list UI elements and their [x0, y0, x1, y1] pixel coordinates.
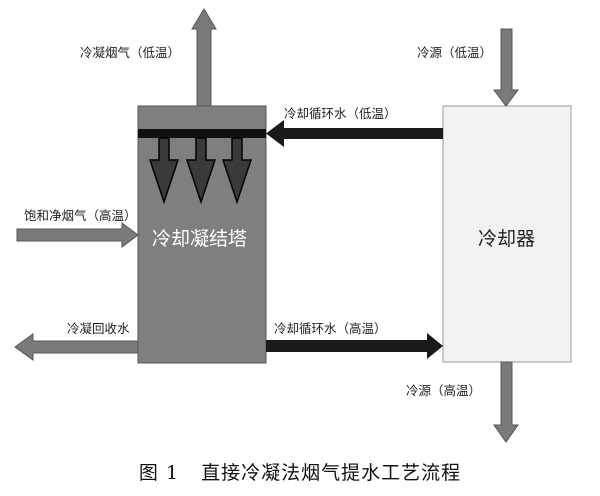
cold-source-out-label: 冷源（高温） [406, 383, 482, 398]
spray-nozzle-3 [221, 137, 253, 205]
figure-number: 图 1 [138, 462, 180, 484]
spray-header [138, 129, 266, 138]
cold-source-in-label: 冷源（低温） [417, 45, 493, 60]
flue-gas-in-arrow [16, 222, 139, 248]
tower-label: 冷却凝结塔 [152, 228, 248, 250]
cooler-label: 冷却器 [478, 228, 536, 250]
hot-loop-arrow [266, 333, 443, 359]
cold-loop-label: 冷却循环水（低温） [284, 106, 397, 121]
condensate-out-arrow [14, 333, 139, 361]
spray-nozzles [148, 137, 253, 205]
spray-nozzle-2 [185, 137, 217, 205]
cooler-box [442, 105, 572, 363]
spray-nozzle-1 [148, 137, 180, 205]
exhaust-out-label: 冷凝烟气（低温） [80, 45, 181, 60]
condensate-out-label: 冷凝回收水 [67, 321, 130, 336]
flue-gas-in-label: 饱和净烟气（高温） [24, 208, 137, 223]
cold-source-out-arrow [493, 361, 519, 443]
cold-loop-arrow [266, 120, 443, 147]
exhaust-up-arrow [191, 8, 217, 107]
figure-caption: 图 1 直接冷凝法烟气提水工艺流程 [0, 458, 600, 485]
cold-source-in-arrow [493, 28, 519, 107]
hot-loop-label: 冷却循环水（高温） [274, 321, 387, 336]
figure-title: 直接冷凝法烟气提水工艺流程 [201, 462, 462, 484]
